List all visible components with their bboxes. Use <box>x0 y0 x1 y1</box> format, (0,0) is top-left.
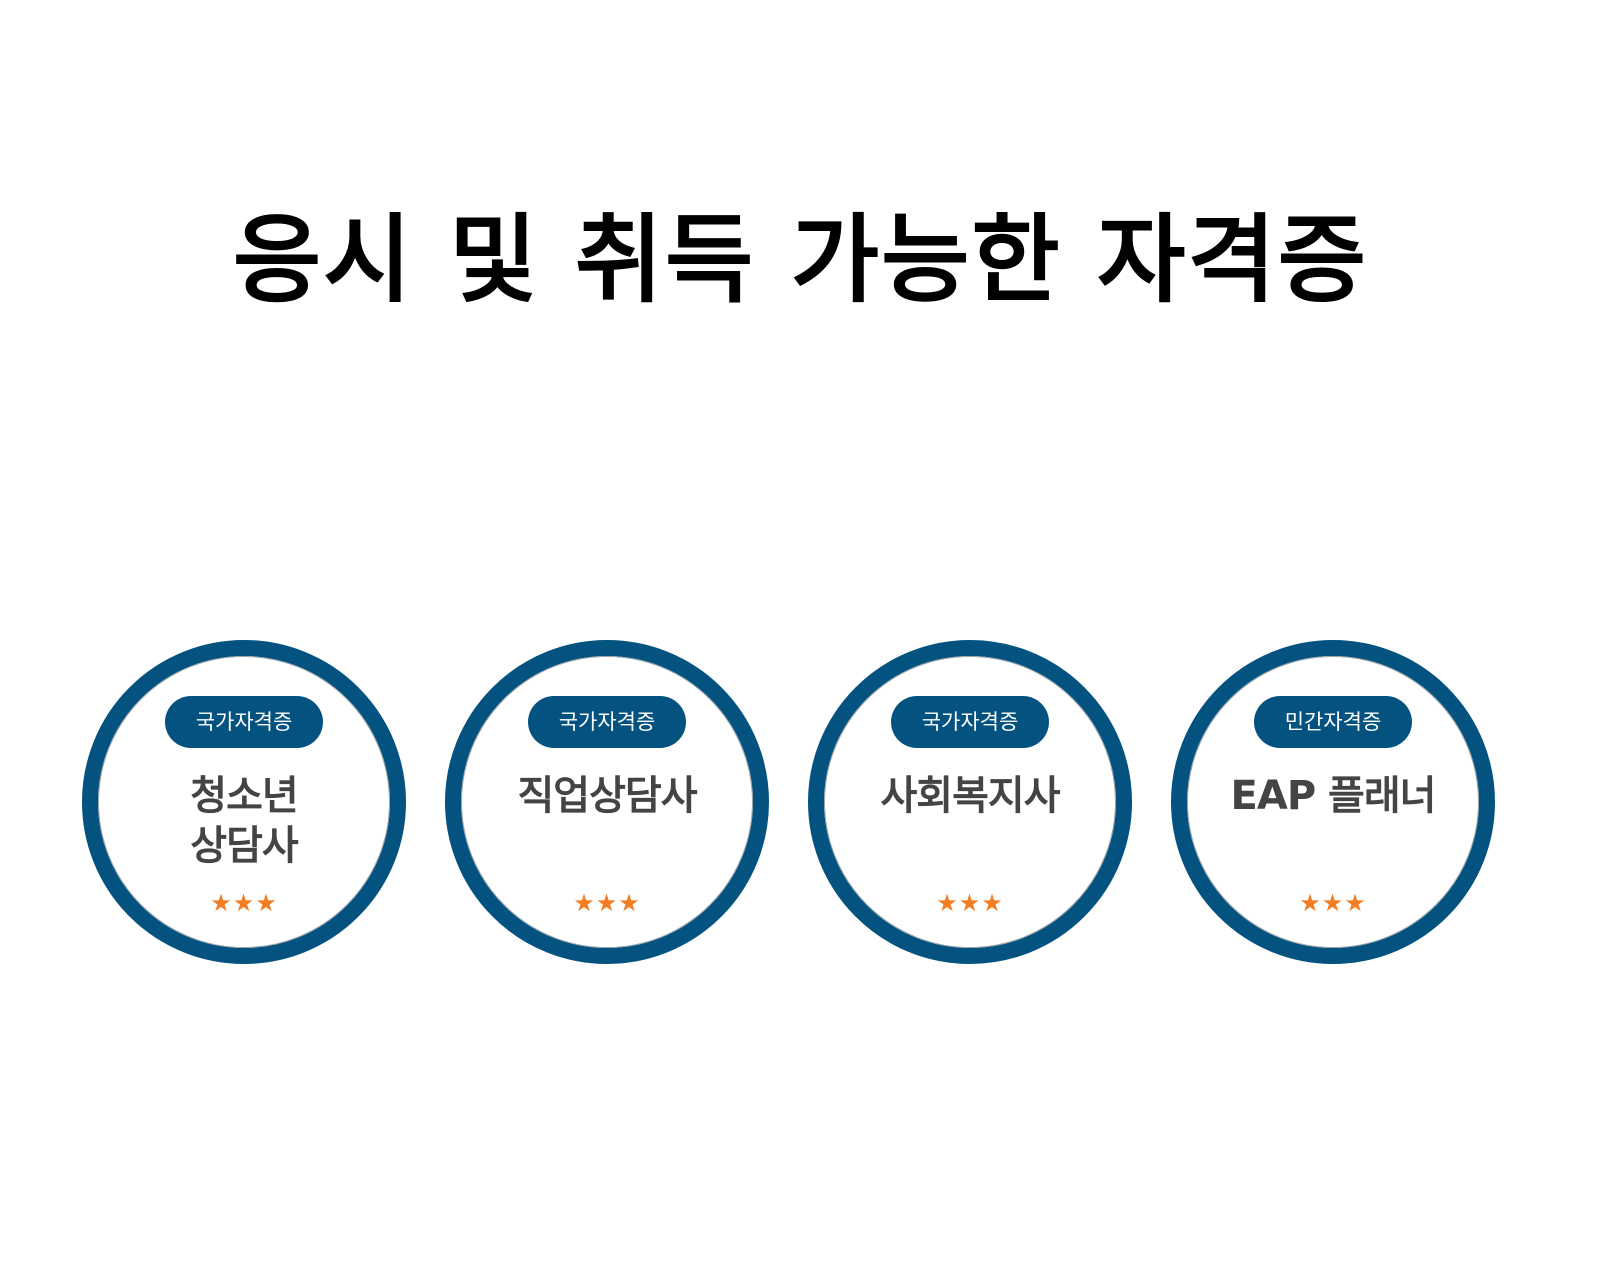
certificate-name-line: EAP 플래너 <box>1230 773 1437 819</box>
certificate-name: 사회복지사 <box>844 771 1096 821</box>
certificate-name-line: 상담사 <box>190 823 298 869</box>
star-rating: ★★★ <box>98 890 390 916</box>
star-icon: ★ <box>1321 889 1345 917</box>
star-icon: ★ <box>573 889 596 917</box>
certificate-name-line: 직업상담사 <box>517 773 698 819</box>
certificate-name: 직업상담사 <box>481 771 733 821</box>
certificate-name-line: 청소년 <box>190 773 298 819</box>
card-inner-ring <box>98 656 390 948</box>
star-icon: ★ <box>618 889 641 917</box>
certificate-name: 청소년 상담사 <box>118 771 370 871</box>
star-icon: ★ <box>255 889 278 917</box>
certificate-name: EAP 플래너 <box>1207 771 1459 821</box>
star-rating: ★★★ <box>1187 890 1479 916</box>
card-inner-ring <box>824 656 1116 948</box>
certificate-card-eap-planner: 민간자격증 EAP 플래너 ★★★ <box>1171 640 1495 964</box>
certificate-card-vocational-counselor: 국가자격증 직업상담사 ★★★ <box>445 640 769 964</box>
star-icon: ★ <box>958 889 982 917</box>
certificate-card-youth-counselor: 국가자격증 청소년 상담사 ★★★ <box>82 640 406 964</box>
certificate-type-badge: 국가자격증 <box>165 696 323 748</box>
certificate-type-badge: 국가자격증 <box>528 696 686 748</box>
star-rating: ★★★ <box>824 890 1116 916</box>
star-icon: ★ <box>232 889 256 917</box>
card-inner-ring <box>1187 656 1479 948</box>
star-icon: ★ <box>1344 889 1367 917</box>
star-icon: ★ <box>981 889 1004 917</box>
certificate-type-badge: 민간자격증 <box>1254 696 1412 748</box>
page-title: 응시 및 취득 가능한 자격증 <box>232 204 1369 316</box>
star-icon: ★ <box>595 889 619 917</box>
card-inner-ring <box>461 656 753 948</box>
certificate-type-badge: 국가자격증 <box>891 696 1049 748</box>
star-icon: ★ <box>210 889 233 917</box>
star-icon: ★ <box>936 889 959 917</box>
certificate-card-social-worker: 국가자격증 사회복지사 ★★★ <box>808 640 1132 964</box>
certificate-name-line: 사회복지사 <box>880 773 1061 819</box>
star-icon: ★ <box>1299 889 1322 917</box>
star-rating: ★★★ <box>461 890 753 916</box>
